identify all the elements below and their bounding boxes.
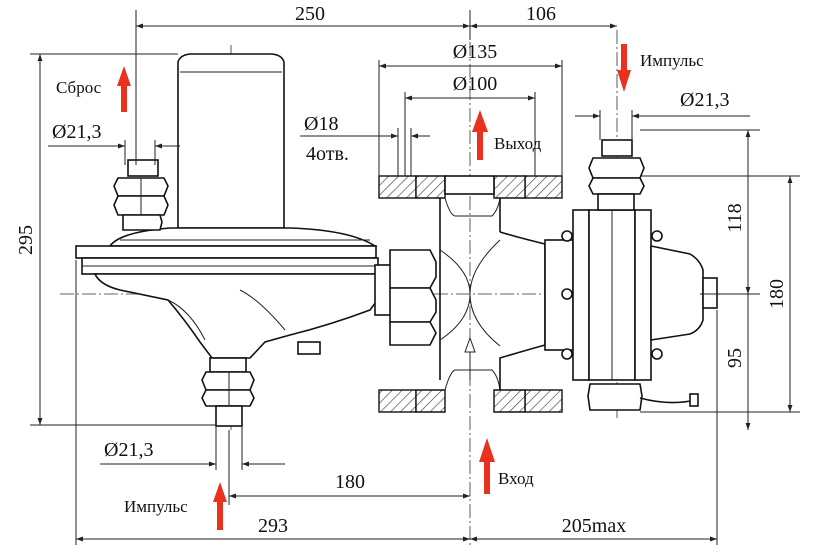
dim-flange-outer: Ø135 xyxy=(453,41,497,63)
inner-flow-arrow-icon xyxy=(464,336,476,380)
dimension-lines xyxy=(30,10,800,545)
dim-180-right: 180 xyxy=(766,279,788,309)
label-impulse-top: Импульс xyxy=(640,51,704,70)
flow-labels: Сброс Импульс Выход Вход Импульс xyxy=(56,51,704,516)
dimension-text: 250 106 Ø135 Ø100 Ø18 4отв. Ø21,3 Ø21,3 … xyxy=(15,3,788,537)
label-input: Вход xyxy=(498,469,534,488)
dim-bottom-pipe: Ø21,3 xyxy=(104,439,153,461)
dim-bolt-hole: Ø18 xyxy=(304,113,338,135)
impulse-bottom-arrow-icon xyxy=(213,482,227,530)
dim-180-bottom: 180 xyxy=(335,471,365,493)
dim-250: 250 xyxy=(295,3,325,25)
label-output: Выход xyxy=(494,134,542,153)
dim-95: 95 xyxy=(724,348,746,368)
impulse-top-arrow-icon xyxy=(617,44,631,92)
dim-left-pipe: Ø21,3 xyxy=(52,121,101,143)
dim-106: 106 xyxy=(526,3,556,25)
dim-118: 118 xyxy=(724,203,746,232)
dim-bolt-count: 4отв. xyxy=(306,143,349,165)
pilot-regulator xyxy=(75,53,386,427)
output-arrow-icon xyxy=(472,110,488,160)
dim-293: 293 xyxy=(258,515,288,537)
input-arrow-icon xyxy=(479,438,495,494)
dim-right-pipe: Ø21,3 xyxy=(680,89,729,111)
label-reset: Сброс xyxy=(56,78,102,97)
flow-arrows xyxy=(117,44,631,530)
reset-arrow-icon xyxy=(117,66,131,112)
connecting-nut xyxy=(374,249,437,346)
dim-flange-inner: Ø100 xyxy=(453,73,497,95)
dim-height-total: 295 xyxy=(15,225,37,255)
dim-205max: 205max xyxy=(562,515,626,537)
label-impulse-bottom: Импульс xyxy=(124,497,188,516)
main-valve xyxy=(378,139,718,413)
